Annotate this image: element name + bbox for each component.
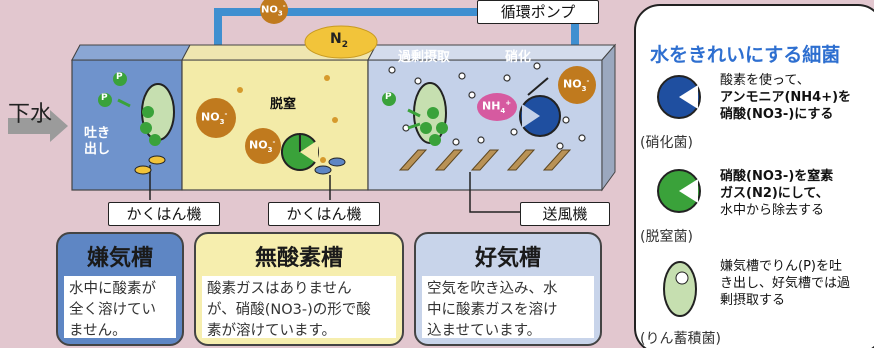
bacteria-legend: 水をきれいにする細菌 酸素を使って、 アンモニア(NH4+)を 硝酸(NO3-)… — [634, 4, 874, 348]
card-title: 好気槽 — [474, 246, 541, 271]
excess-uptake-label: 過剰摂取 — [398, 50, 451, 65]
discharge-label: 吐き 出し — [84, 126, 111, 157]
denitrifier-legend-icon — [657, 169, 701, 213]
no3-label-pipe: NO3- — [261, 2, 286, 18]
pao-legend-icon — [663, 261, 697, 317]
legend-title: 水をきれいにする細菌 — [650, 44, 841, 66]
pump-label: 循環ポンプ — [477, 0, 599, 24]
card-aerobic: 好気槽 空気を吹き込み、水 中に酸素ガスを溶け 込ませています。 — [414, 232, 602, 346]
p-label: P — [116, 72, 123, 82]
legend-name: (脱窒菌) — [640, 229, 693, 245]
card-title: 嫌気槽 — [86, 246, 153, 271]
no3-label-anoxic: NO3- — [201, 110, 228, 126]
nh4-label: NH4+ — [482, 99, 512, 115]
mixer-label-2: かくはん機 — [268, 202, 380, 226]
denitrification-label: 脱窒 — [270, 97, 297, 112]
denitrifier-icon — [280, 132, 319, 171]
card-description: 酸素ガスはありません が、硝酸(NO3-)の形で酸 素が溶けています。 — [202, 276, 396, 339]
mixer-label-1: かくはん機 — [108, 202, 220, 226]
no3-denitrify-circle — [245, 128, 281, 164]
nitrification-label: 硝化 — [505, 50, 532, 65]
no3-anoxic-circle — [196, 98, 236, 138]
p-label: P — [385, 92, 392, 102]
nitrifier-legend-icon — [657, 75, 701, 119]
inflow-arrow-icon — [8, 110, 68, 142]
no3-pipe-circle — [260, 0, 288, 24]
card-description: 水中に酸素が 全く溶けてい ません。 — [64, 276, 176, 339]
no3-label-nitrify: NO3- — [563, 77, 590, 93]
card-anoxic: 無酸素槽 酸素ガスはありません が、硝酸(NO3-)の形で酸 素が溶けています。 — [194, 232, 404, 346]
air-bubbles — [388, 62, 586, 150]
n2-label: N2 — [330, 31, 348, 50]
card-title: 無酸素槽 — [254, 246, 343, 271]
legend-name: (硝化菌) — [640, 135, 693, 151]
phosphorus-dots — [98, 72, 448, 146]
card-description: 空気を吹き込み、水 中に酸素ガスを溶け 込ませています。 — [422, 276, 594, 339]
n2-cloud-icon — [304, 25, 378, 59]
nh4-blob — [477, 93, 517, 121]
mixer-icon — [134, 155, 166, 200]
diffusers — [398, 149, 572, 171]
no3-label-denitrify: NO3- — [249, 138, 276, 154]
card-anaerobic: 嫌気槽 水中に酸素が 全く溶けてい ません。 — [56, 232, 184, 346]
p-label: P — [101, 93, 108, 103]
blower-label: 送風機 — [520, 202, 610, 226]
inflow-label: 下水 — [8, 102, 53, 127]
mixer-icon — [314, 157, 346, 200]
legend-name: (りん蓄積菌) — [640, 331, 721, 347]
no3-nitrify-circle — [558, 66, 596, 104]
